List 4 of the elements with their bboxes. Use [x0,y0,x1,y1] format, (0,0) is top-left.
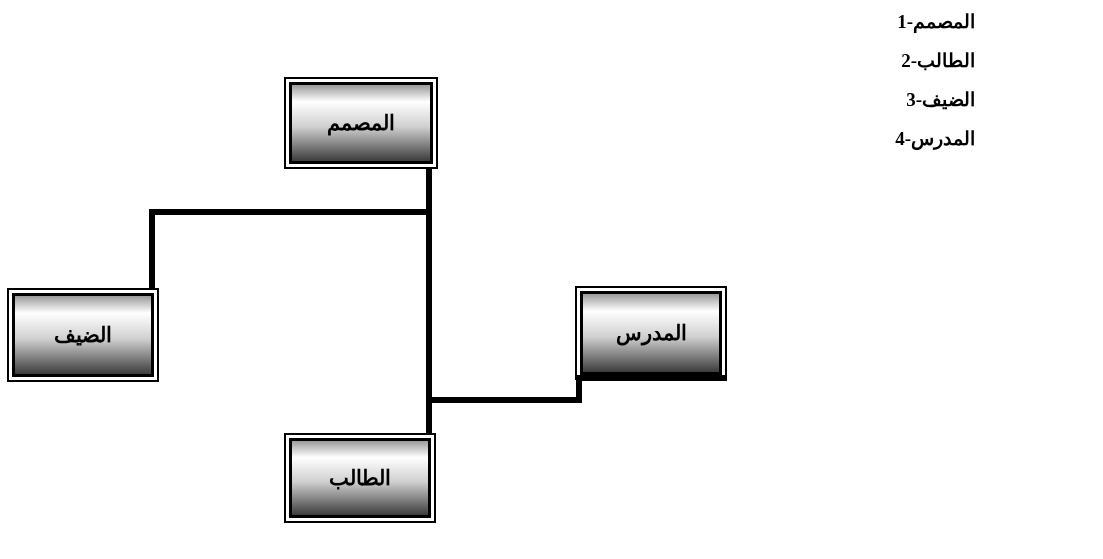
list-item: 2-الطالب [901,49,975,72]
list-item: 4-المدرس [895,127,975,150]
list-item: 3-الضيف [906,88,975,111]
list-item: 1-المصمم [897,10,975,33]
